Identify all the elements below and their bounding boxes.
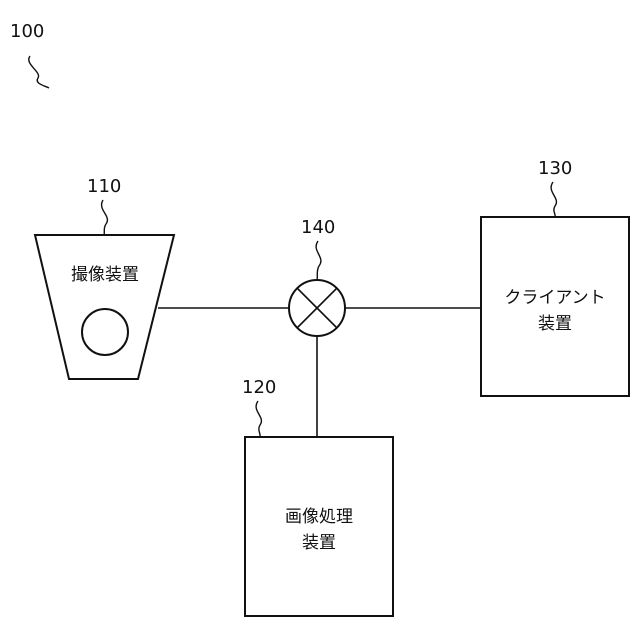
processor-label-line2: 装置 — [302, 533, 336, 553]
system-leader-line — [29, 56, 49, 88]
client-label-line1: クライアント — [504, 288, 605, 308]
network-node — [289, 280, 345, 336]
client-label-line2: 装置 — [538, 314, 572, 334]
camera-body — [35, 235, 174, 379]
client-device: クライアント 装置 — [481, 217, 629, 396]
image-processing-device: 画像処理 装置 — [245, 437, 393, 616]
camera-ref-number: 110 — [87, 176, 121, 197]
client-ref-number: 130 — [538, 158, 572, 179]
network-leader-line — [316, 241, 321, 280]
camera-lens-icon — [82, 309, 128, 355]
camera-device: 撮像装置 — [35, 235, 174, 379]
camera-label: 撮像装置 — [71, 265, 139, 285]
network-ref-number: 140 — [301, 217, 335, 238]
system-ref-number: 100 — [10, 21, 44, 42]
client-leader-line — [551, 182, 556, 217]
processor-leader-line — [256, 401, 261, 437]
camera-leader-line — [102, 200, 108, 235]
processor-ref-number: 120 — [242, 377, 276, 398]
processor-label-line1: 画像処理 — [285, 507, 353, 527]
